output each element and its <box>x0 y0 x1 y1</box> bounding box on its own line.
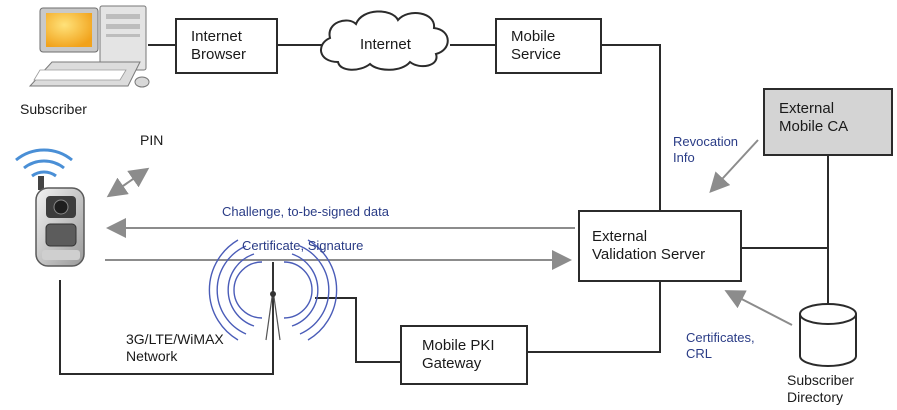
mobile-service-box: Mobile Service <box>495 18 602 74</box>
connection-lines <box>59 44 829 375</box>
revocation-info-arrow <box>709 139 759 193</box>
external-mobile-ca-line-1: External <box>779 100 835 117</box>
certificates-crl-arrow <box>724 290 793 326</box>
mobile-pki-gateway-box: Mobile PKI Gateway <box>400 325 528 385</box>
certificates-crl-line-1: Certificates, <box>686 330 755 345</box>
mobile-phone-icon <box>15 148 85 267</box>
revocation-info-label: Revocation Info <box>673 134 738 166</box>
cloud-label: Internet <box>360 36 411 53</box>
pin-label: PIN <box>140 132 164 148</box>
validation-server-line-2: Validation Server <box>592 246 706 263</box>
subscriber-label: Subscriber <box>20 101 87 117</box>
subscriber-directory-line-2: Directory <box>787 389 844 405</box>
mobile-service-to-validation-line <box>602 44 661 210</box>
pin-arrow <box>106 167 150 198</box>
external-mobile-ca-box: External Mobile CA <box>763 88 893 156</box>
internet-browser-line-2: Browser <box>191 46 247 63</box>
network-label: 3G/LTE/WiMAX Network <box>126 331 224 365</box>
internet-cloud-shape <box>320 10 449 71</box>
external-validation-server-box: External Validation Server <box>578 210 742 282</box>
computer-icon <box>28 5 150 88</box>
mobile-service-line-1: Mobile <box>511 28 556 45</box>
network-line-2: Network <box>126 348 178 364</box>
mobile-pki-gateway-line-2: Gateway <box>422 355 482 372</box>
subscriber-directory-line-1: Subscriber <box>787 372 854 388</box>
mobile-pki-gateway-line-1: Mobile PKI <box>422 337 495 354</box>
gateway-to-validation-line <box>528 282 661 353</box>
radio-tower-icon <box>208 239 338 341</box>
phone-to-network-line <box>59 280 274 375</box>
internet-browser-line-1: Internet <box>191 28 242 45</box>
certificates-crl-line-2: CRL <box>686 346 713 361</box>
external-mobile-ca-line-2: Mobile CA <box>779 118 849 135</box>
certificates-crl-label: Certificates, CRL <box>686 330 755 362</box>
validation-server-line-1: External <box>592 228 648 245</box>
internet-browser-box: Internet Browser <box>175 18 278 74</box>
revocation-info-line-1: Revocation <box>673 134 739 149</box>
tower-to-gateway-line <box>315 297 400 363</box>
challenge-label: Challenge, to-be-signed data <box>222 204 389 219</box>
certificate-signature-label: Certificate, Signature <box>242 238 364 253</box>
subscriber-directory-label: Subscriber Directory <box>787 372 854 406</box>
mobile-service-line-2: Service <box>511 46 562 63</box>
network-line-1: 3G/LTE/WiMAX <box>126 331 224 347</box>
revocation-info-line-2: Info <box>673 150 695 165</box>
flow-arrows <box>105 139 793 326</box>
database-cylinder-icon <box>799 303 857 367</box>
